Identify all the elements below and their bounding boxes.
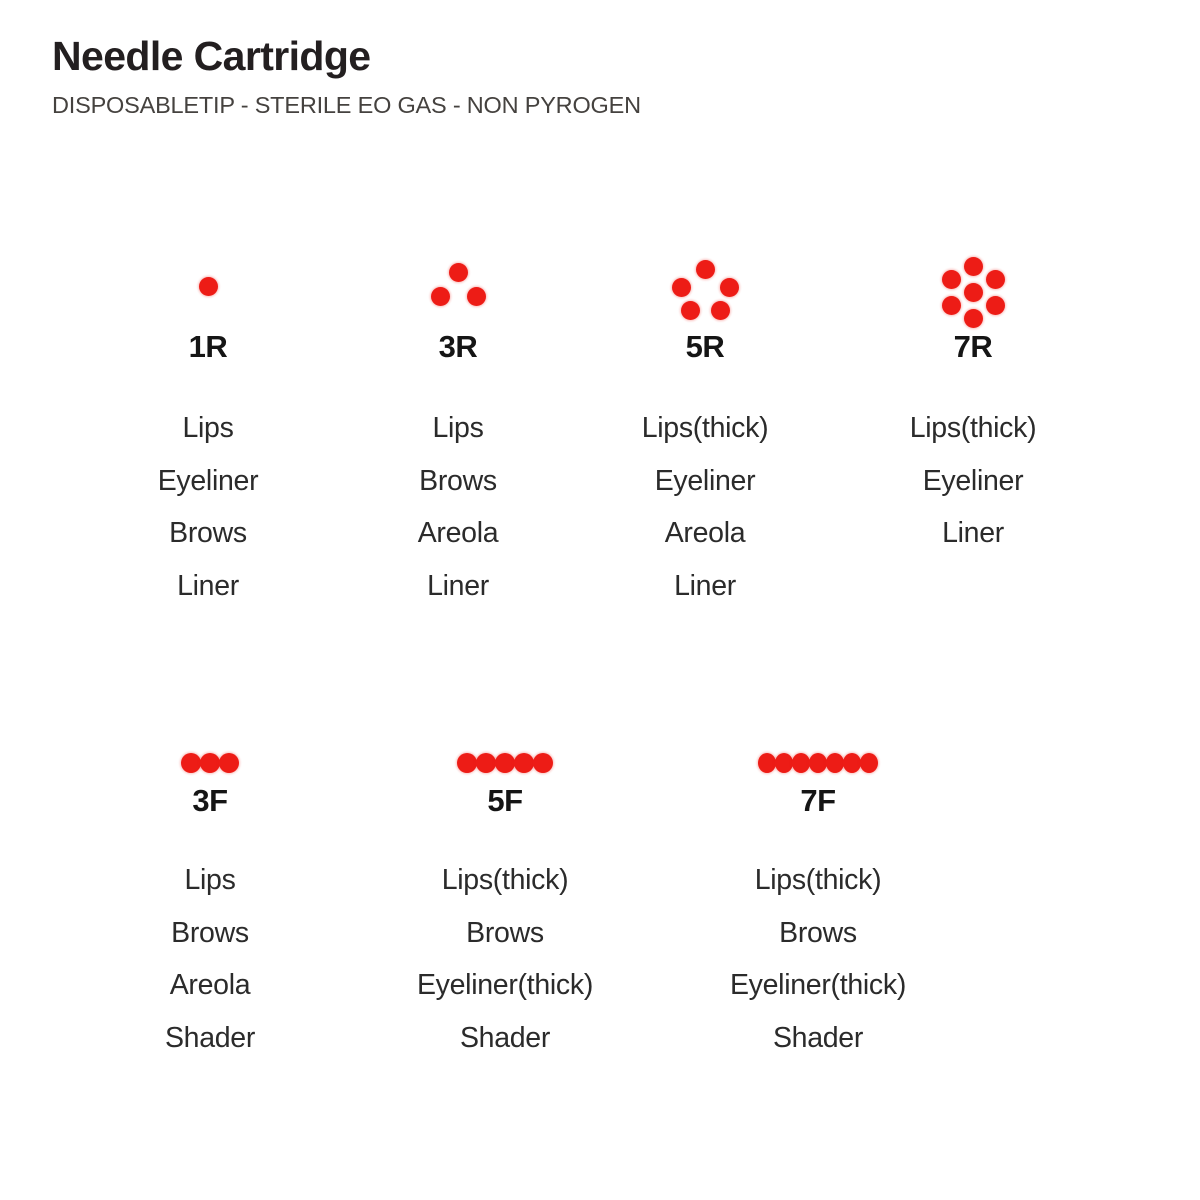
needle-dot — [476, 753, 496, 773]
needle-dot-row — [757, 753, 879, 773]
needle-dot — [941, 269, 961, 289]
needle-pattern-3r — [398, 252, 518, 324]
needle-use-item: Liner — [177, 569, 239, 602]
needle-pattern-1r — [148, 252, 268, 324]
page-title: Needle Cartridge — [52, 33, 371, 79]
needle-use-item: Shader — [772, 1021, 864, 1054]
needle-gauge-label: 5F — [487, 783, 523, 818]
needle-use-item: Shader — [459, 1021, 551, 1054]
needle-dot — [457, 753, 477, 773]
needle-pattern-5f — [445, 748, 565, 778]
needle-use-item: Liner — [674, 569, 736, 602]
needle-use-item: Brows — [779, 916, 857, 949]
needle-use-item: Lips(thick) — [641, 412, 769, 444]
needle-dot — [495, 753, 515, 773]
needle-dot — [808, 753, 828, 773]
needle-use-item: Brows — [466, 916, 544, 949]
needle-dot — [671, 277, 691, 297]
needle-dot — [963, 282, 983, 302]
needle-use-item: Areola — [417, 517, 499, 549]
needle-use-item: Lips — [182, 412, 234, 444]
needle-dot — [985, 295, 1005, 315]
needle-use-item: Areola — [664, 517, 746, 549]
needle-dot — [181, 753, 201, 773]
needle-use-item: Lips(thick) — [909, 412, 1037, 444]
needle-use-item: Eyeliner — [157, 464, 259, 497]
needle-dot — [695, 259, 715, 279]
needle-use-item: Eyeliner(thick) — [729, 969, 907, 1001]
needle-use-item: Eyeliner — [922, 464, 1024, 497]
needle-dot — [774, 753, 793, 773]
needle-pattern-3f — [150, 748, 270, 778]
needle-dot — [710, 300, 730, 320]
needle-use-item: Eyeliner — [654, 464, 756, 497]
needle-pattern-7r — [913, 252, 1033, 328]
needle-use-item: Liner — [427, 569, 489, 602]
needle-pattern-5r — [645, 252, 765, 324]
needle-dot — [860, 753, 879, 773]
needle-use-item: Eyeliner(thick) — [416, 969, 594, 1001]
needle-gauge-label: 7R — [953, 329, 993, 364]
needle-use-item: Lips — [184, 864, 236, 896]
needle-dot — [843, 753, 862, 773]
page-subtitle: DISPOSABLETIP - STERILE EO GAS - NON PYR… — [52, 92, 641, 118]
needle-dot — [680, 300, 700, 320]
needle-dot — [219, 753, 239, 773]
needle-gauge-label: 5R — [685, 329, 725, 364]
needle-dot — [757, 753, 776, 773]
needle-dot — [985, 269, 1005, 289]
page-header: Needle Cartridge DISPOSABLETIP - STERILE… — [52, 32, 1152, 120]
needle-gauge-label: 3F — [192, 783, 228, 818]
needle-use-item: Lips — [432, 412, 484, 444]
needle-use-item: Lips(thick) — [441, 864, 569, 896]
needle-use-item: Liner — [942, 517, 1004, 549]
needle-dot-row — [150, 753, 270, 773]
needle-dot — [826, 753, 845, 773]
needle-use-item: Shader — [164, 1021, 256, 1054]
needle-dot — [791, 753, 810, 773]
needle-use-item: Brows — [171, 916, 249, 949]
needle-pattern-7f — [757, 748, 879, 778]
needle-dot — [719, 277, 739, 297]
needle-dot — [430, 286, 450, 306]
needle-dot — [448, 262, 468, 282]
needle-dot — [514, 753, 534, 773]
needle-dot-row — [445, 753, 565, 773]
needle-dot — [533, 753, 553, 773]
needle-use-item: Lips(thick) — [754, 864, 882, 896]
needle-dot — [963, 256, 983, 276]
needle-dot — [466, 286, 486, 306]
needle-dot — [200, 753, 220, 773]
needle-use-item: Brows — [169, 517, 247, 549]
needle-use-item: Areola — [169, 969, 251, 1001]
needle-dot — [963, 308, 983, 328]
needle-gauge-label: 1R — [188, 329, 228, 364]
needle-gauge-label: 3R — [438, 329, 478, 364]
needle-dot — [198, 276, 218, 296]
needle-use-item: Brows — [419, 464, 497, 497]
needle-gauge-label: 7F — [800, 783, 836, 818]
needle-dot — [941, 295, 961, 315]
